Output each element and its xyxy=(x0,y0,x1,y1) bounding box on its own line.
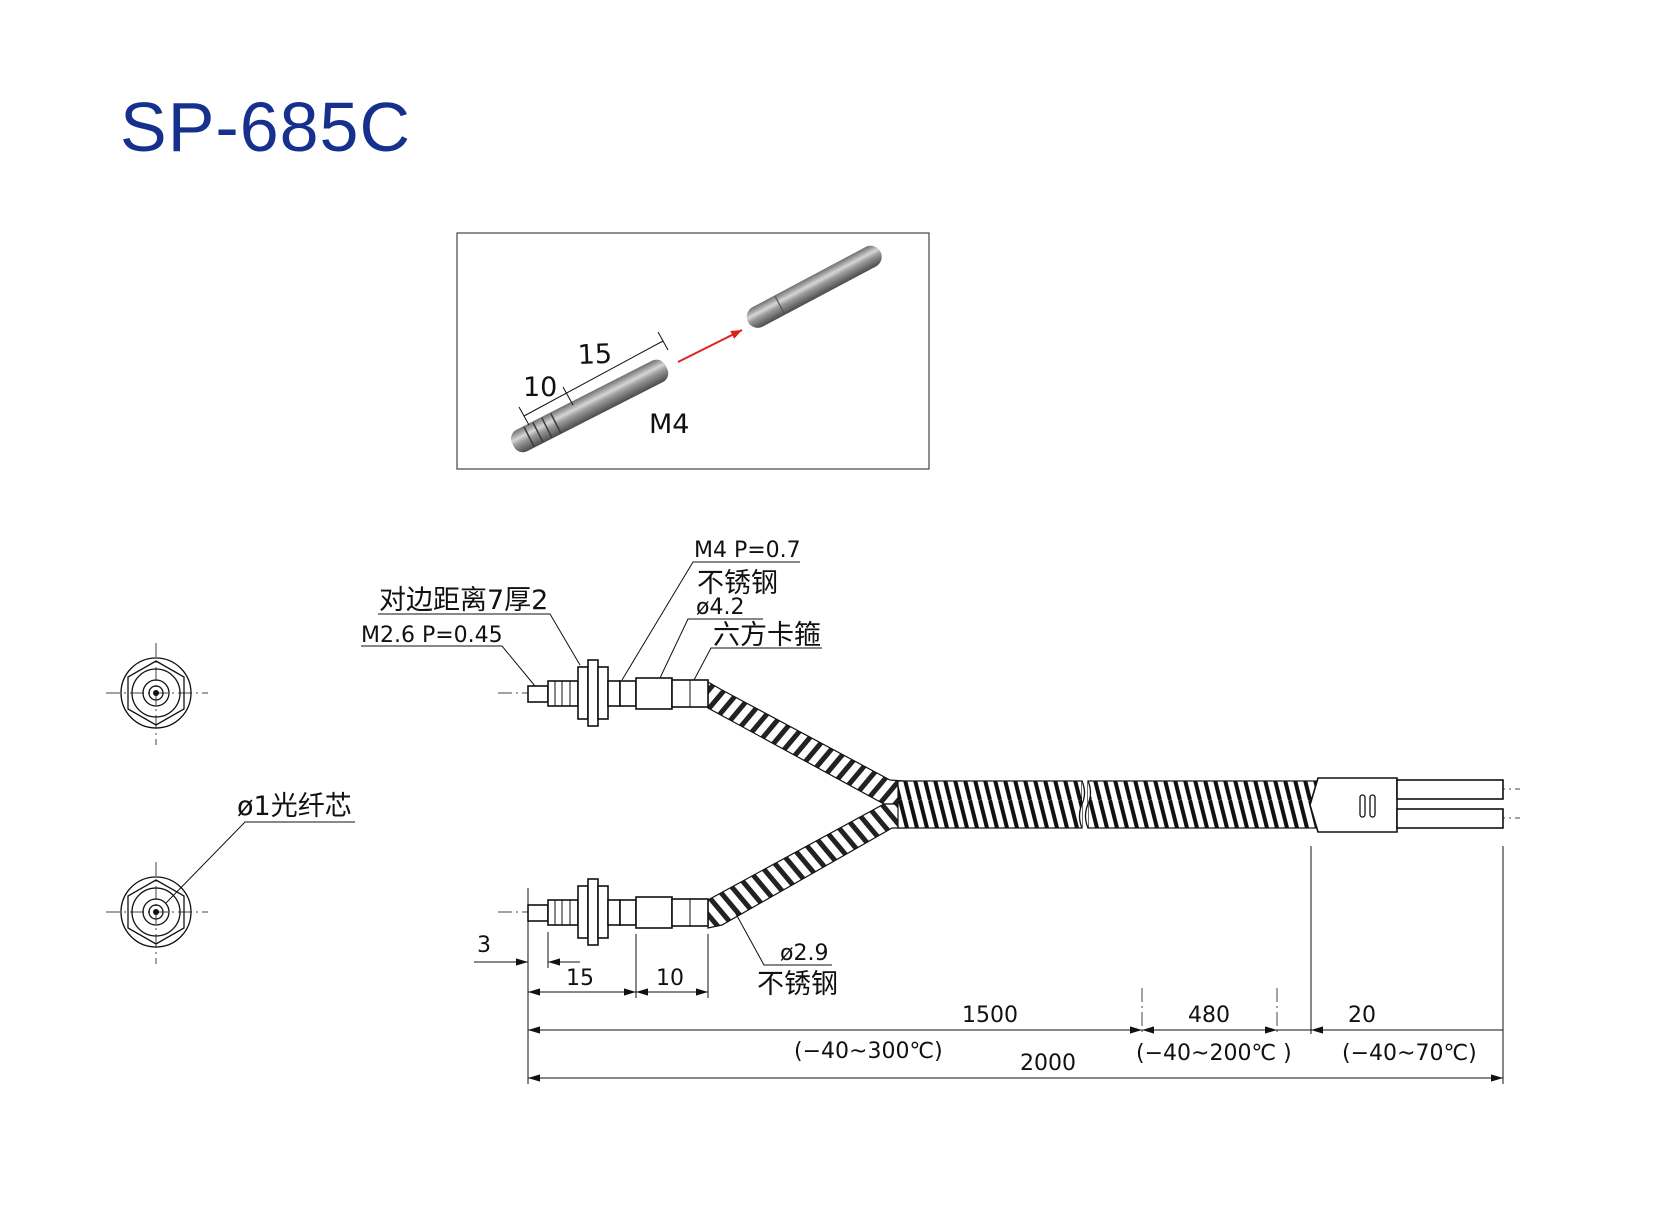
label-hex-clamp: 六方卡箍 xyxy=(713,620,821,651)
probe-head-lower xyxy=(527,878,709,946)
dim-seg-end: 20 xyxy=(1348,1003,1376,1028)
dim-seg-high-temp: 1500 xyxy=(962,1003,1018,1028)
inset-dim-total: 15 xyxy=(577,339,612,371)
end-view-bottom xyxy=(106,862,208,964)
label-hex-flats: 对边距离7厚2 xyxy=(379,585,548,616)
dim-sleeve: 10 xyxy=(656,966,684,991)
spiral-cable-main-b xyxy=(1087,780,1319,829)
dim-seg-mid-temp: 480 xyxy=(1188,1003,1230,1028)
probe-head-upper xyxy=(527,659,709,727)
page-title: SP-685C xyxy=(120,88,412,166)
probe-threaded xyxy=(511,359,669,453)
label-fiber-core: ø1光纤芯 xyxy=(237,791,352,822)
label-m4-thread: M4 P=0.7 xyxy=(694,538,801,563)
label-diameter-2-9: ø2.9 xyxy=(780,941,828,966)
connector-end xyxy=(1309,777,1504,833)
inset-thread-label: M4 xyxy=(649,409,689,440)
dim-total: 2000 xyxy=(1020,1051,1076,1076)
end-view-top xyxy=(106,643,208,745)
inset-dim-short: 10 xyxy=(523,372,557,403)
label-m2-6-thread: M2.6 P=0.45 xyxy=(361,623,503,648)
dim-nut: 15 xyxy=(566,966,594,991)
inset-photo: 15 10 M4 xyxy=(456,232,930,470)
label-stainless-top: 不锈钢 xyxy=(697,568,778,599)
dim-tip: 3 xyxy=(477,933,491,958)
probe-tip xyxy=(746,245,882,328)
temp-range-low: (−40~70℃) xyxy=(1342,1041,1477,1066)
red-arrow xyxy=(677,329,743,363)
temp-range-high: (−40~300℃) xyxy=(794,1039,943,1064)
spiral-cable-main-a xyxy=(897,780,1083,829)
label-stainless-bottom: 不锈钢 xyxy=(757,969,838,1000)
spiral-cable-upper xyxy=(707,680,906,805)
temp-range-mid: (−40~200℃ ) xyxy=(1136,1041,1292,1066)
spiral-cable-lower xyxy=(707,803,906,929)
label-diameter-4-2: ø4.2 xyxy=(696,595,744,620)
